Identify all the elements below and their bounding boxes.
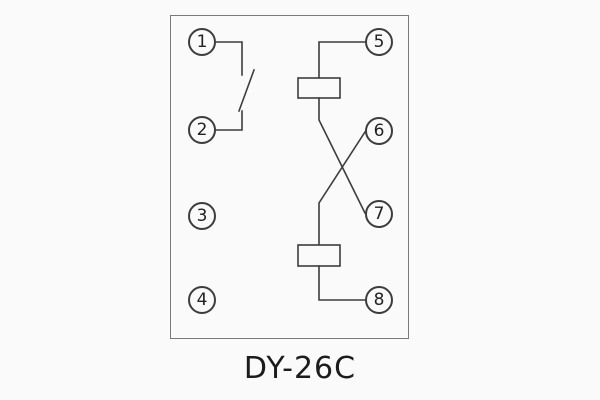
terminal-4-label: 4 [196, 290, 208, 310]
terminal-7-label: 7 [373, 204, 385, 224]
terminal-5: 5 [365, 28, 393, 56]
diagram-title: DY-26C [243, 351, 357, 386]
wire-terminal6-to-coil-bottom [318, 130, 367, 246]
wire-switch-to-terminal2 [215, 110, 243, 131]
terminal-2-label: 2 [196, 120, 208, 140]
wire-coil-top-to-terminal7 [318, 97, 367, 215]
coil-top [297, 77, 341, 99]
terminal-8: 8 [365, 286, 393, 314]
terminal-7: 7 [365, 200, 393, 228]
terminal-1: 1 [188, 28, 216, 56]
terminal-5-label: 5 [373, 32, 385, 52]
relay-case-outline [170, 15, 409, 339]
terminal-6: 6 [365, 117, 393, 145]
terminal-3-label: 3 [196, 206, 208, 226]
switch-blade [237, 68, 256, 113]
terminal-1-label: 1 [196, 32, 208, 52]
terminal-8-label: 8 [373, 290, 385, 310]
terminal-3: 3 [188, 202, 216, 230]
terminal-2: 2 [188, 116, 216, 144]
coil-bottom [297, 244, 341, 267]
terminal-6-label: 6 [373, 121, 385, 141]
terminal-4: 4 [188, 286, 216, 314]
wire-terminal1-to-switch [215, 41, 243, 76]
wire-terminal5-to-coil-top [318, 41, 366, 79]
wire-coil-bottom-to-terminal8 [318, 265, 366, 301]
